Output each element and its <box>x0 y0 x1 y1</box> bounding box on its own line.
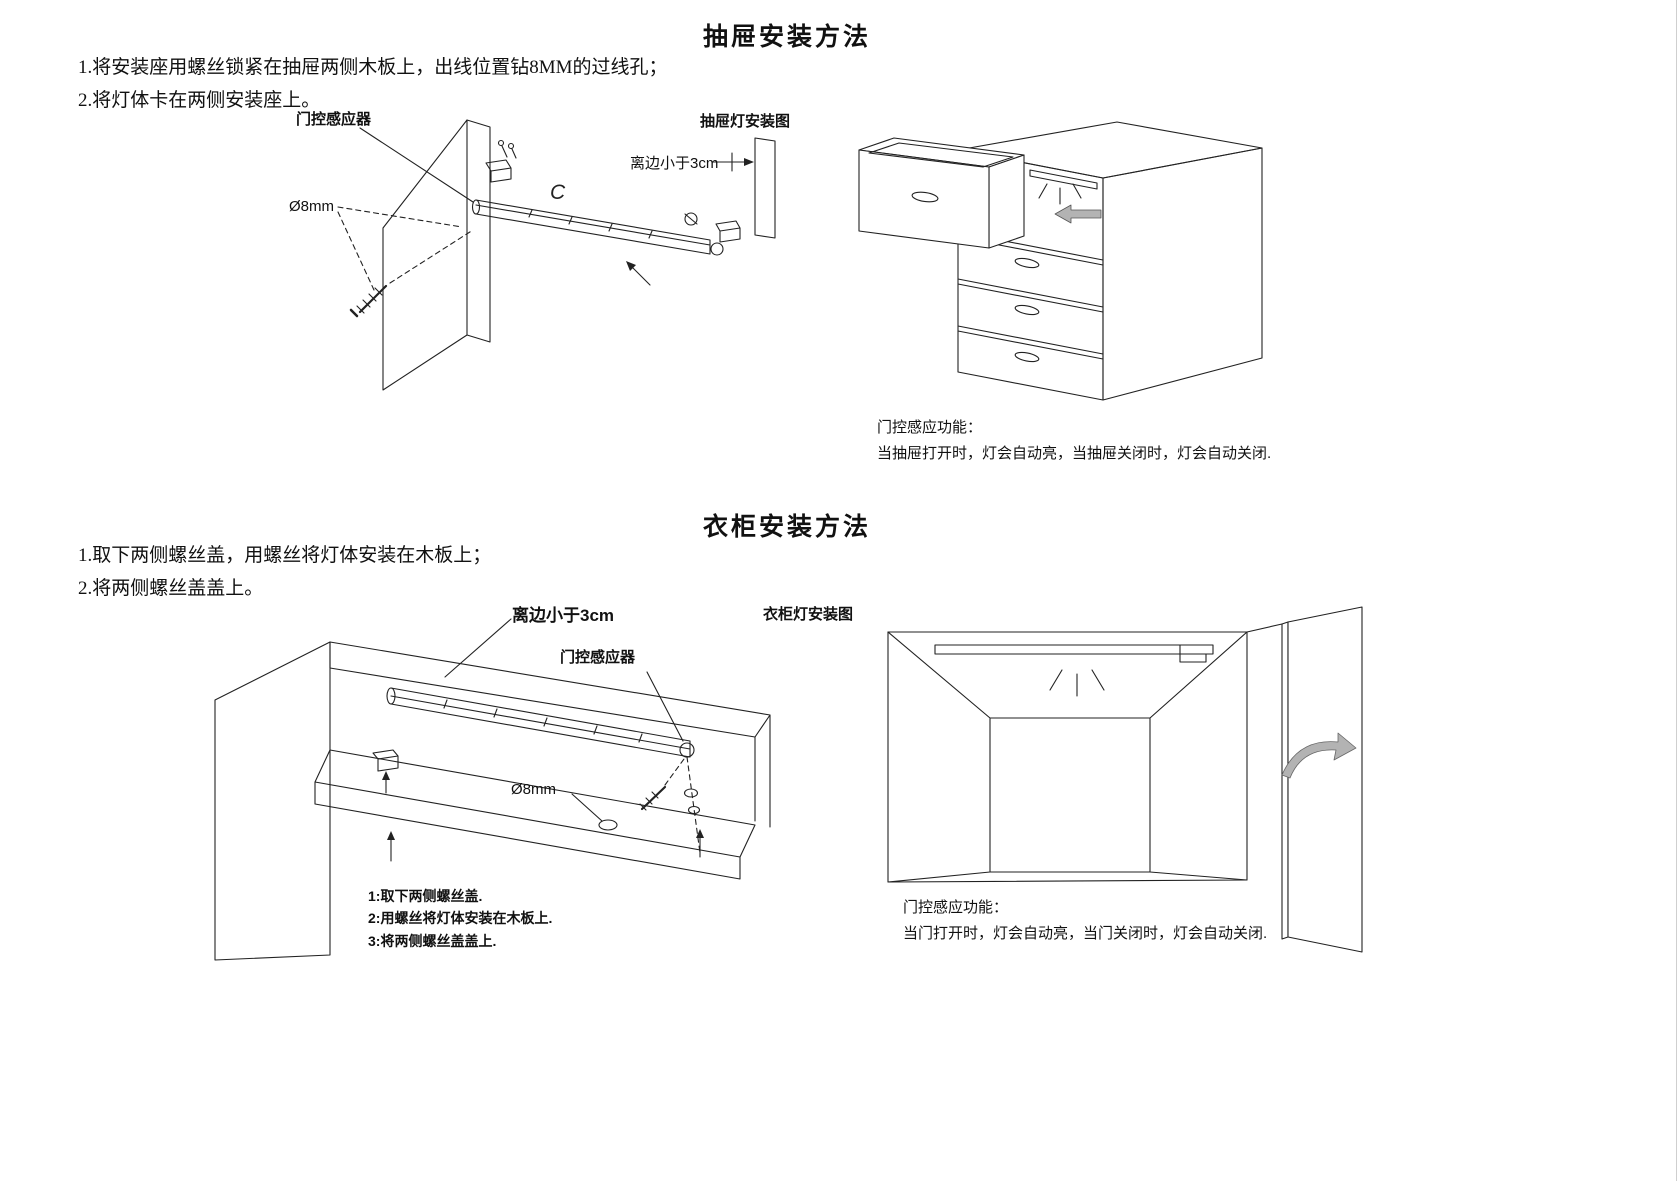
drawer-section-title: 抽屉安装方法 <box>703 23 872 51</box>
wardrobe-edge-distance-label: 离边小于3cm <box>512 606 615 625</box>
bottom-board <box>314 749 756 880</box>
up-arrow <box>387 831 395 862</box>
drawer-function-note-title: 门控感应功能： <box>877 419 983 436</box>
inner-light-bar <box>1029 169 1098 190</box>
screw-icon <box>349 284 388 318</box>
wardrobe-function-note-title: 门控感应功能： <box>903 899 1009 916</box>
interior-perspective <box>887 631 1248 883</box>
drawer-diagram-title: 抽屉灯安装图 <box>700 113 791 130</box>
wardrobe-sensor-label: 门控感应器 <box>560 649 636 666</box>
sensor-leader <box>646 671 684 742</box>
light-rays <box>1038 183 1082 205</box>
drawer-sensor-label: 门控感应器 <box>296 111 372 128</box>
install-step-line: 2:用螺丝将灯体安装在木板上. <box>368 910 553 927</box>
edge-distance-leader <box>444 618 512 678</box>
drawer-handle <box>1014 304 1040 316</box>
wardrobe-function-note-body: 当门打开时，灯会自动亮，当门关闭时，灯会自动关闭. <box>903 925 1268 943</box>
opening-frame <box>887 631 1248 883</box>
assembly-arrow <box>626 261 651 286</box>
wardrobe-function-note: 门控感应功能： 当门打开时，灯会自动亮，当门关闭时，灯会自动关闭. <box>903 895 1267 948</box>
door-close-arrow <box>1281 732 1357 779</box>
wardrobe-step-2: 2.将两侧螺丝盖盖上。 <box>78 578 264 599</box>
open-door <box>1246 606 1363 953</box>
up-arrow <box>696 829 704 858</box>
mounting-bracket-left <box>485 139 517 183</box>
wardrobe-step-1: 1.取下两侧螺丝盖，用螺丝将灯体安装在木板上； <box>78 545 492 566</box>
page-edge-line <box>1676 0 1677 1181</box>
clip-mark: C <box>550 181 566 204</box>
open-drawer <box>858 137 1025 249</box>
wire-hole <box>598 819 618 831</box>
edge-distance-dimension <box>711 152 754 172</box>
drawer-hole-label: Ø8mm <box>289 198 334 215</box>
top-board <box>329 641 771 738</box>
drawer-handle <box>1014 257 1040 269</box>
install-step-line: 1:取下两侧螺丝盖. <box>368 888 483 904</box>
led-light-bar <box>934 644 1214 663</box>
wardrobe-light-assembly-diagram <box>214 618 771 961</box>
wardrobe-install-steps: 1:取下两侧螺丝盖. 2:用螺丝将灯体安装在木板上. 3:将两侧螺丝盖盖上. <box>368 885 552 952</box>
sensor-leader-line <box>359 127 474 203</box>
drawer-step-2: 2.将灯体卡在两侧安装座上。 <box>78 90 321 111</box>
hole-leader <box>571 793 603 822</box>
wardrobe-section-title: 衣柜安装方法 <box>703 513 872 541</box>
drawer-front-lines <box>957 231 1104 360</box>
led-light-bar <box>471 199 724 256</box>
cabinet-side-face <box>1102 147 1263 401</box>
drawer-edge-distance-label: 离边小于3cm <box>630 155 719 172</box>
drawer-cabinet-illustration <box>858 121 1263 401</box>
drawer-step-1: 1.将安装座用螺丝锁紧在抽屉两侧木板上，出线位置钻8MM的过线孔； <box>78 57 668 78</box>
cabinet-front-face <box>957 149 1104 401</box>
install-step-line: 3:将两侧螺丝盖盖上. <box>368 932 497 949</box>
open-direction-arrow <box>1054 204 1102 224</box>
screw-parts-right <box>639 756 701 854</box>
right-wall <box>754 714 771 828</box>
wardrobe-cabinet-illustration <box>887 606 1363 953</box>
drawer-side-panel <box>382 119 468 391</box>
wardrobe-hole-label: Ø8mm <box>511 781 556 798</box>
light-rays <box>1049 669 1105 697</box>
wardrobe-diagram-title: 衣柜灯安装图 <box>763 606 854 623</box>
up-arrow <box>382 771 390 794</box>
drawer-handle <box>911 191 939 203</box>
drawer-light-assembly-diagram: C <box>337 119 776 391</box>
hole-leader-lines <box>337 206 474 291</box>
door-sensor-block <box>1179 653 1207 663</box>
left-wall <box>214 641 331 961</box>
drawer-handle <box>1014 351 1040 363</box>
opposite-side-panel <box>754 137 776 239</box>
mounting-bracket-right <box>684 212 741 243</box>
screw-cover-cap <box>372 749 399 772</box>
led-light-bar <box>386 687 695 758</box>
drawer-function-note-body: 当抽屉打开时，灯会自动亮，当抽屉关闭时，灯会自动关闭. <box>877 445 1272 463</box>
drawer-function-note: 门控感应功能： 当抽屉打开时，灯会自动亮，当抽屉关闭时，灯会自动关闭. <box>877 415 1271 468</box>
